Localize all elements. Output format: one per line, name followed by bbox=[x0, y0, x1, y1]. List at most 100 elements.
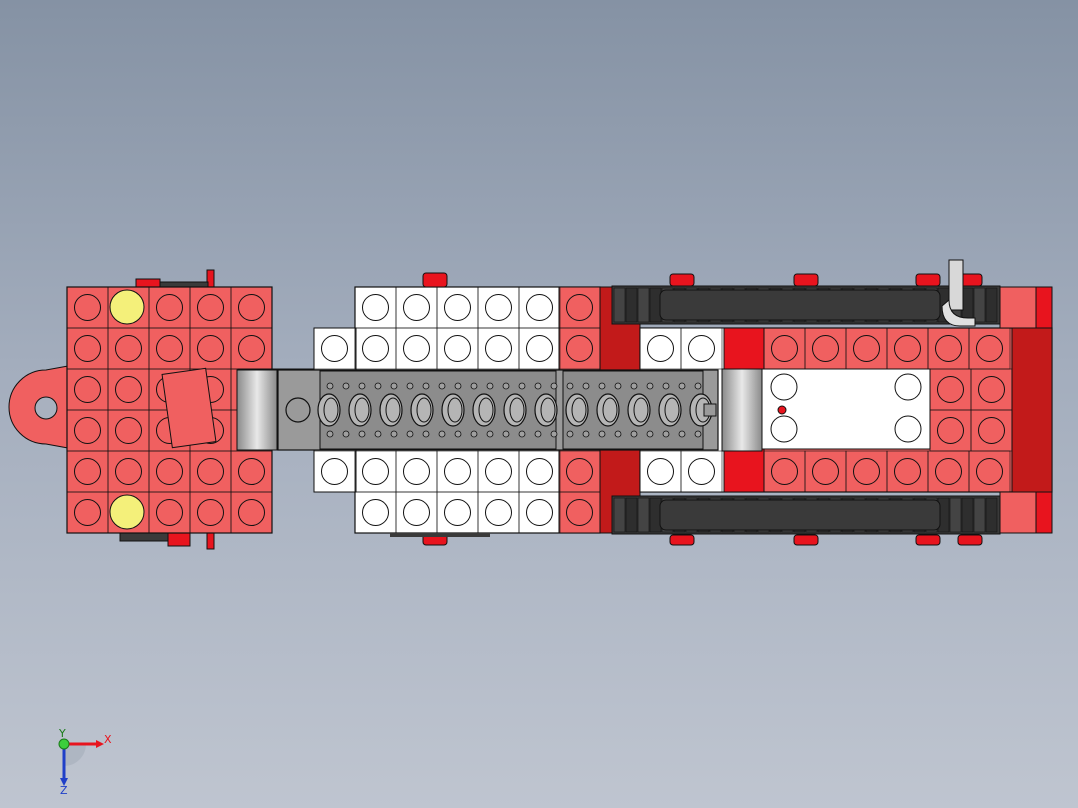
y-axis-label: Y bbox=[58, 727, 66, 740]
tracks-top bbox=[611, 285, 1001, 325]
stud bbox=[197, 294, 224, 321]
stud bbox=[894, 335, 921, 362]
deck-studs bbox=[313, 286, 601, 534]
stud bbox=[566, 499, 593, 526]
stud bbox=[647, 335, 674, 362]
stud bbox=[115, 335, 142, 362]
beam-hole bbox=[658, 393, 682, 427]
stud bbox=[812, 458, 839, 485]
stud bbox=[403, 335, 430, 362]
x-axis-label: X bbox=[104, 733, 112, 746]
stud bbox=[526, 294, 553, 321]
stud bbox=[238, 294, 265, 321]
stud bbox=[812, 335, 839, 362]
beam-hole bbox=[317, 393, 341, 427]
stud bbox=[770, 373, 798, 401]
stud bbox=[156, 499, 183, 526]
stud bbox=[485, 499, 512, 526]
beam-hole bbox=[534, 393, 558, 427]
stud bbox=[566, 458, 593, 485]
yellow-light-bottom bbox=[109, 494, 145, 530]
stud bbox=[526, 335, 553, 362]
stud bbox=[74, 335, 101, 362]
coordinate-triad: X Y Z bbox=[58, 727, 112, 796]
stud bbox=[238, 499, 265, 526]
stud bbox=[937, 417, 964, 444]
tracks-bottom bbox=[611, 495, 1001, 535]
stud bbox=[74, 294, 101, 321]
stud bbox=[403, 499, 430, 526]
cab-tile bbox=[161, 367, 217, 449]
stud bbox=[156, 294, 183, 321]
stud bbox=[976, 335, 1003, 362]
beam-holes bbox=[285, 382, 713, 438]
stud bbox=[238, 335, 265, 362]
stud bbox=[74, 458, 101, 485]
hitch-ring bbox=[8, 365, 69, 449]
stud bbox=[771, 335, 798, 362]
beam-hole bbox=[627, 393, 651, 427]
stud bbox=[688, 335, 715, 362]
stud bbox=[197, 499, 224, 526]
yellow-light-top bbox=[109, 289, 145, 325]
beam-hole bbox=[410, 393, 434, 427]
stud bbox=[197, 458, 224, 485]
stud bbox=[362, 294, 389, 321]
stud bbox=[156, 458, 183, 485]
stud bbox=[688, 458, 715, 485]
stud bbox=[485, 335, 512, 362]
beam-hole bbox=[565, 393, 589, 427]
stud bbox=[935, 335, 962, 362]
exhaust-pipe bbox=[941, 259, 976, 327]
stud bbox=[321, 335, 348, 362]
beam-hole bbox=[348, 393, 372, 427]
stud bbox=[647, 458, 674, 485]
stud bbox=[978, 417, 1005, 444]
stud bbox=[526, 499, 553, 526]
rear-pegs bbox=[669, 273, 983, 546]
stud bbox=[444, 335, 471, 362]
z-axis-label: Z bbox=[60, 784, 68, 796]
stud bbox=[362, 335, 389, 362]
stud bbox=[362, 458, 389, 485]
stud bbox=[156, 335, 183, 362]
stud bbox=[853, 458, 880, 485]
stud bbox=[485, 458, 512, 485]
stud bbox=[894, 458, 921, 485]
beam-hole bbox=[379, 393, 403, 427]
front-cab-pins bbox=[119, 269, 215, 550]
stud bbox=[976, 458, 1003, 485]
stud bbox=[444, 499, 471, 526]
stud bbox=[485, 294, 512, 321]
technic-beam[interactable] bbox=[277, 368, 763, 452]
stud bbox=[935, 458, 962, 485]
stud bbox=[321, 458, 348, 485]
stud bbox=[978, 376, 1005, 403]
stud bbox=[894, 373, 922, 401]
stud bbox=[403, 294, 430, 321]
stud bbox=[74, 376, 101, 403]
stud bbox=[115, 376, 142, 403]
stud bbox=[197, 335, 224, 362]
beam-hole bbox=[441, 393, 465, 427]
stud bbox=[566, 294, 593, 321]
stud bbox=[566, 335, 593, 362]
stud bbox=[403, 458, 430, 485]
stud bbox=[444, 294, 471, 321]
stud bbox=[894, 415, 922, 443]
stud bbox=[853, 335, 880, 362]
beam-hole bbox=[472, 393, 496, 427]
stud bbox=[74, 417, 101, 444]
rear-studs bbox=[639, 327, 1013, 493]
beam-hole bbox=[596, 393, 620, 427]
stud bbox=[115, 417, 142, 444]
stud bbox=[238, 458, 265, 485]
stud bbox=[115, 458, 142, 485]
stud bbox=[937, 376, 964, 403]
stud bbox=[526, 458, 553, 485]
stud bbox=[444, 458, 471, 485]
stud bbox=[770, 415, 798, 443]
rear-end bbox=[999, 286, 1053, 534]
